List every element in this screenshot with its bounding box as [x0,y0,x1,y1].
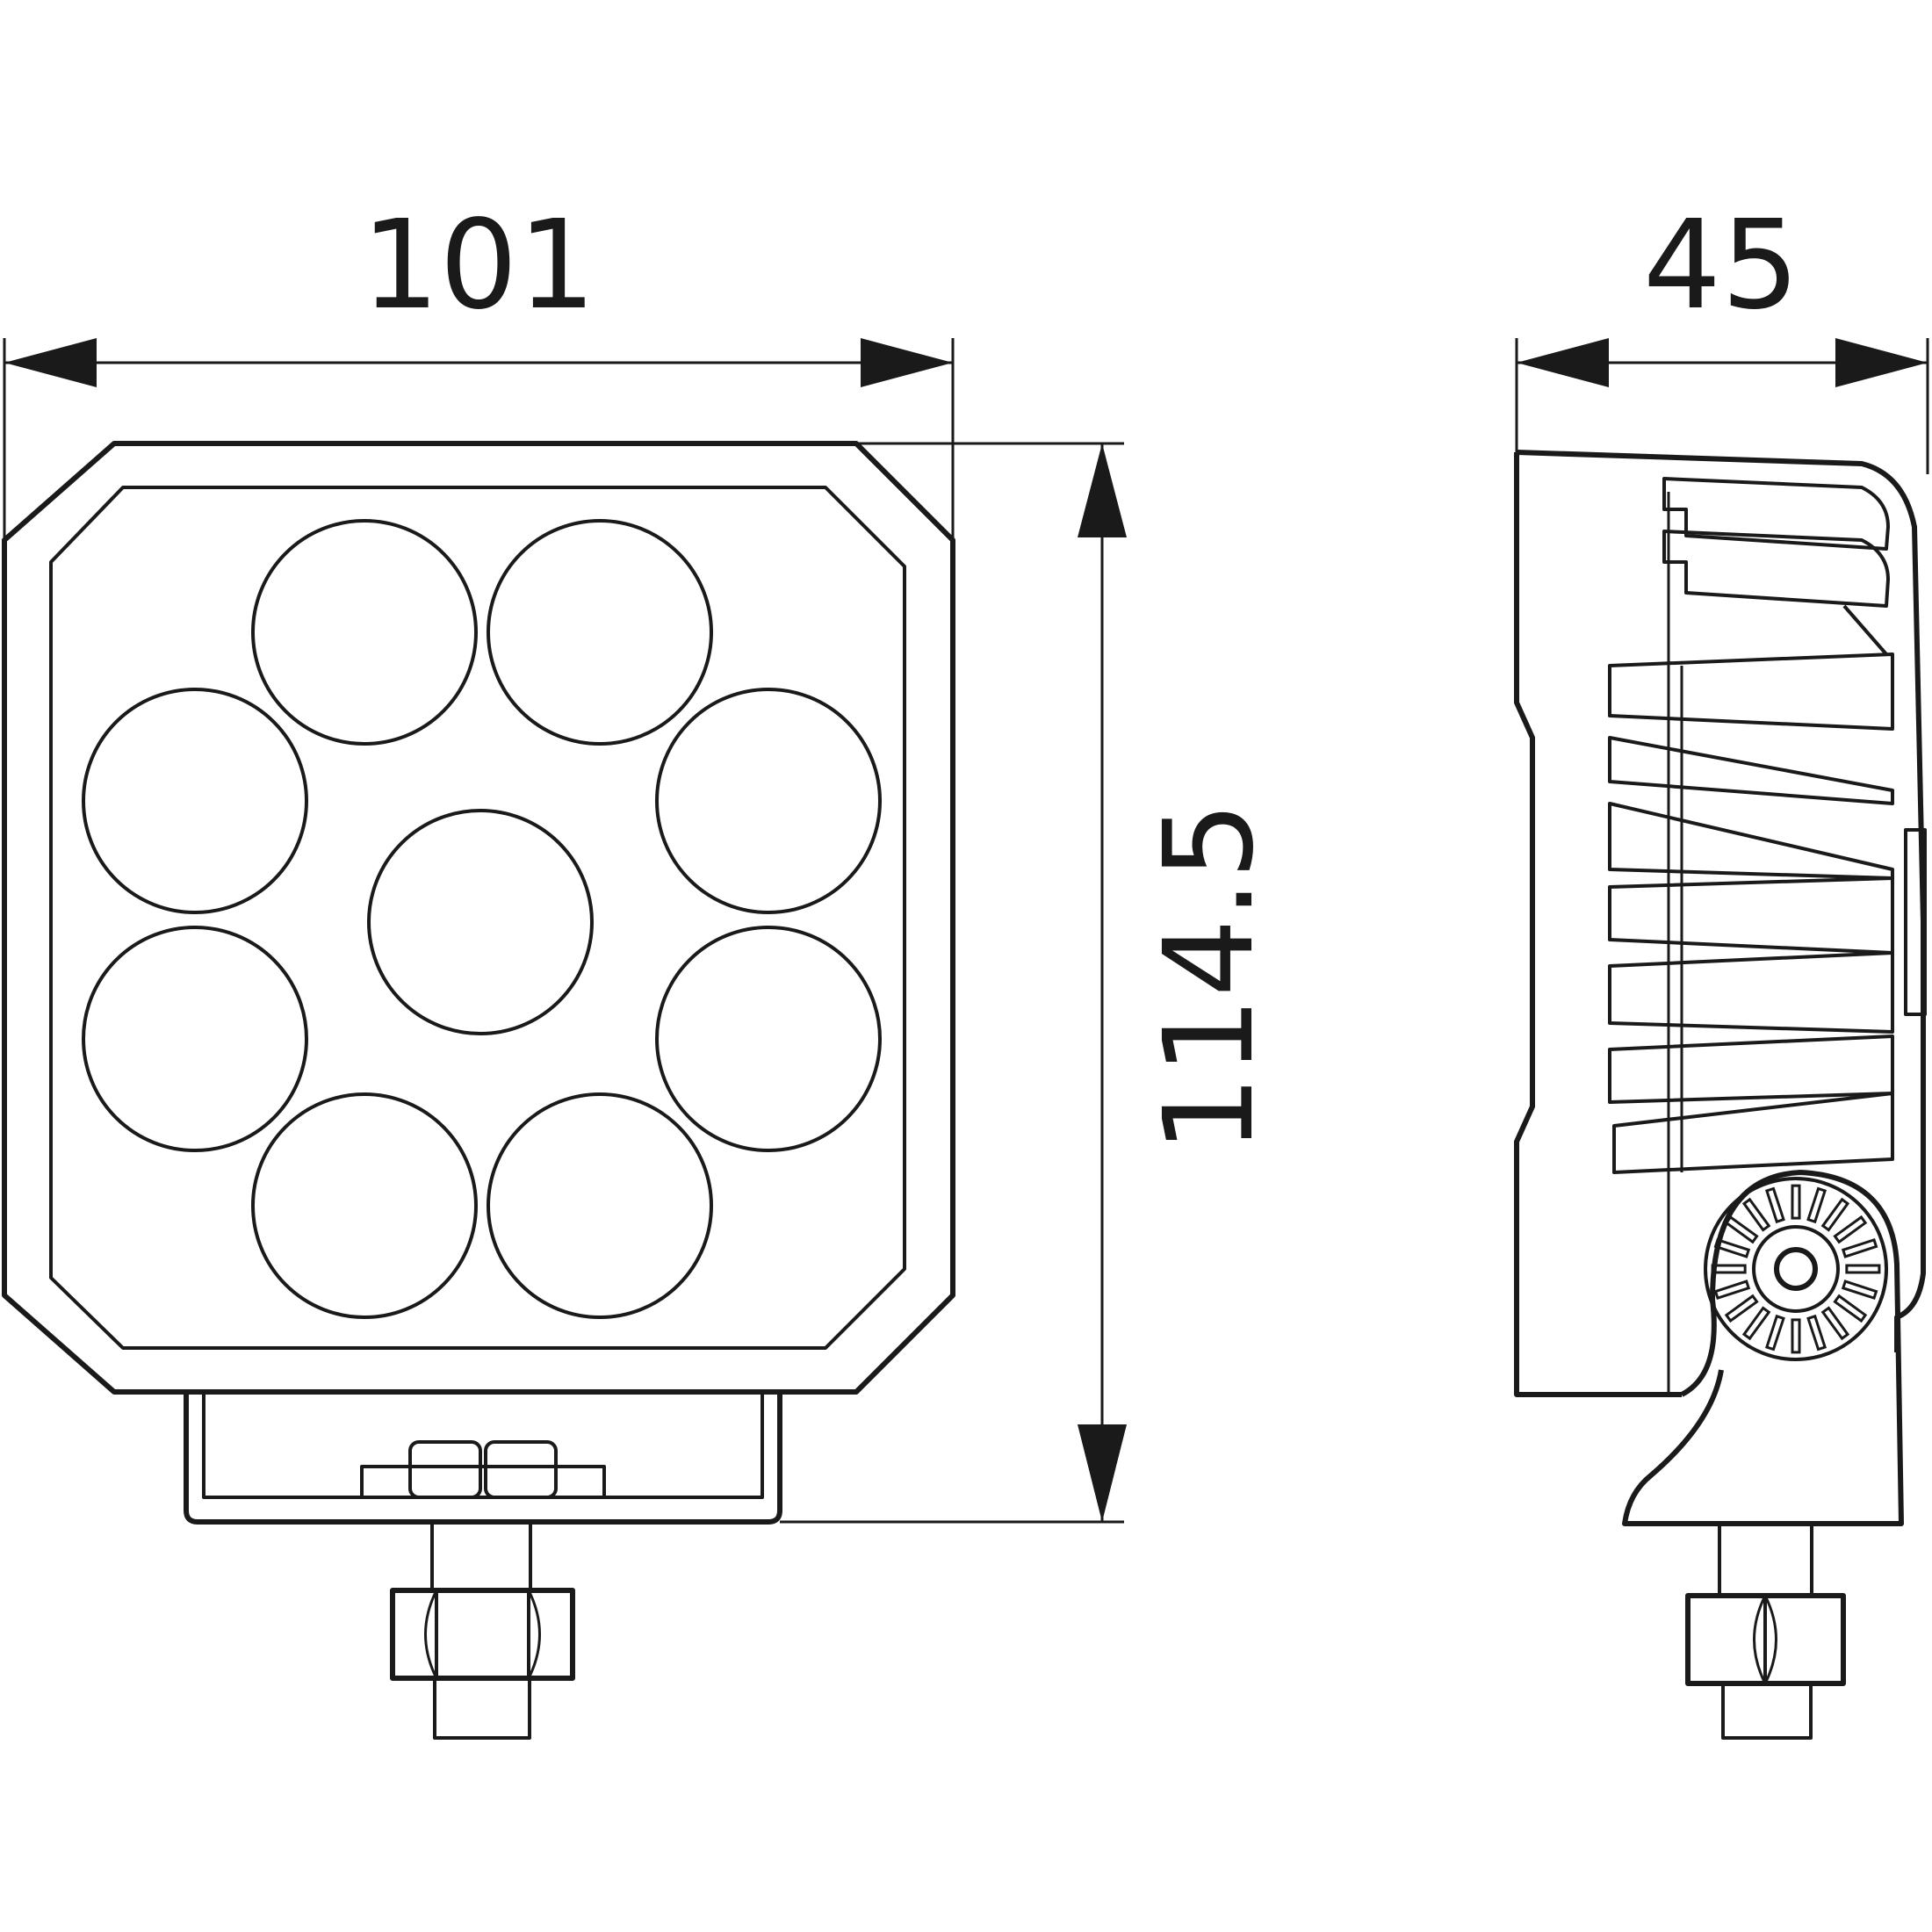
led-lower-right [655,926,882,1152]
side-bolt-thread [1721,1682,1813,1740]
front-view: 101 [2,194,1281,1740]
serration-tooth [1820,1197,1850,1232]
serration-tooth [1791,1318,1801,1354]
front-nut-chamfer [424,1590,438,1679]
side-bolt-shank [1718,1522,1813,1597]
lens-frame [49,486,906,1350]
arrow-down-icon [1078,1424,1127,1522]
serration-tooth [1711,1264,1747,1274]
cooling-fin-1 [1608,652,1894,731]
side-tab [1904,828,1927,1016]
mounting-bracket [1622,1170,1904,1526]
bracket-pivot-outer [1704,1177,1888,1361]
bracket-pivot-hub [1752,1225,1840,1313]
serration-tooth [1764,1314,1785,1352]
serration-tooth [1724,1215,1759,1244]
led-center [367,809,594,1035]
serration-tooth [1806,1314,1827,1352]
fin-2-edge [1842,604,1888,656]
serration-tooth [1741,1306,1771,1341]
height-label: 114.5 [1138,802,1281,1154]
connector-housing [184,1392,782,1525]
serration-tooth [1741,1197,1771,1232]
connector-plate [360,1465,606,1499]
serration-tooth [1820,1306,1850,1341]
led-upper-left [82,688,308,914]
led-bottom-left [251,1092,478,1319]
serration-tooth [1833,1215,1868,1244]
led-group [82,519,882,1319]
arrow-up-icon [1078,443,1127,537]
front-bolt [390,1520,575,1740]
fin-1 [1662,477,1890,551]
connector-pin-left [408,1440,482,1499]
arrow-left-icon [1517,338,1609,387]
front-nut-icon [390,1588,575,1681]
serration-tooth [1806,1186,1827,1224]
fin-2 [1662,530,1890,608]
serration-tooth [1833,1294,1868,1323]
housing-outer [2,441,955,1395]
side-view: 45 [1514,194,1929,1740]
cooling-fin-7 [1612,1092,1894,1174]
cooling-fin-3 [1608,802,1894,880]
led-upper-right [655,688,882,914]
pivot-serrations [1711,1184,1881,1354]
cooling-fin-5 [1608,951,1894,1034]
arrow-right-icon [1835,338,1928,387]
width-label: 101 [361,194,595,337]
led-bottom-right [487,1092,713,1319]
depth-dimension: 45 [1515,194,1929,474]
connector-pin-right [484,1440,558,1499]
led-top-left [251,519,478,746]
serration-tooth [1713,1237,1751,1258]
width-dimension: 101 [3,194,955,540]
arrow-right-icon [861,338,953,387]
serration-tooth [1713,1280,1751,1301]
cooling-fin-2 [1608,736,1894,805]
pivot-bolt-icon [1774,1247,1818,1291]
arrow-left-icon [4,338,97,387]
cooling-fin-6 [1608,1034,1894,1104]
front-nut-chamfer [527,1590,541,1679]
front-bolt-thread [433,1676,531,1740]
connector-inner [202,1392,764,1499]
upper-fins [1662,477,1890,656]
serration-tooth [1791,1184,1801,1220]
led-lower-left [82,926,308,1152]
side-body-outline [1514,450,1926,1397]
bracket-arm [1622,1170,1904,1526]
side-nut-chamfer [1763,1595,1777,1684]
serration-tooth [1845,1264,1881,1274]
side-nut-chamfer [1753,1595,1767,1684]
cooling-fin-4 [1608,876,1894,955]
front-bolt-shank [430,1520,532,1592]
serration-tooth [1841,1280,1878,1301]
serration-tooth [1764,1186,1785,1224]
led-top-right [487,519,713,746]
serration-tooth [1841,1237,1878,1258]
height-dimension: 114.5 [780,442,1281,1524]
cooling-fins [1608,652,1927,1174]
side-bolt [1685,1522,1846,1740]
depth-label: 45 [1643,194,1799,337]
serration-tooth [1724,1294,1759,1323]
connector-outer [184,1392,782,1525]
